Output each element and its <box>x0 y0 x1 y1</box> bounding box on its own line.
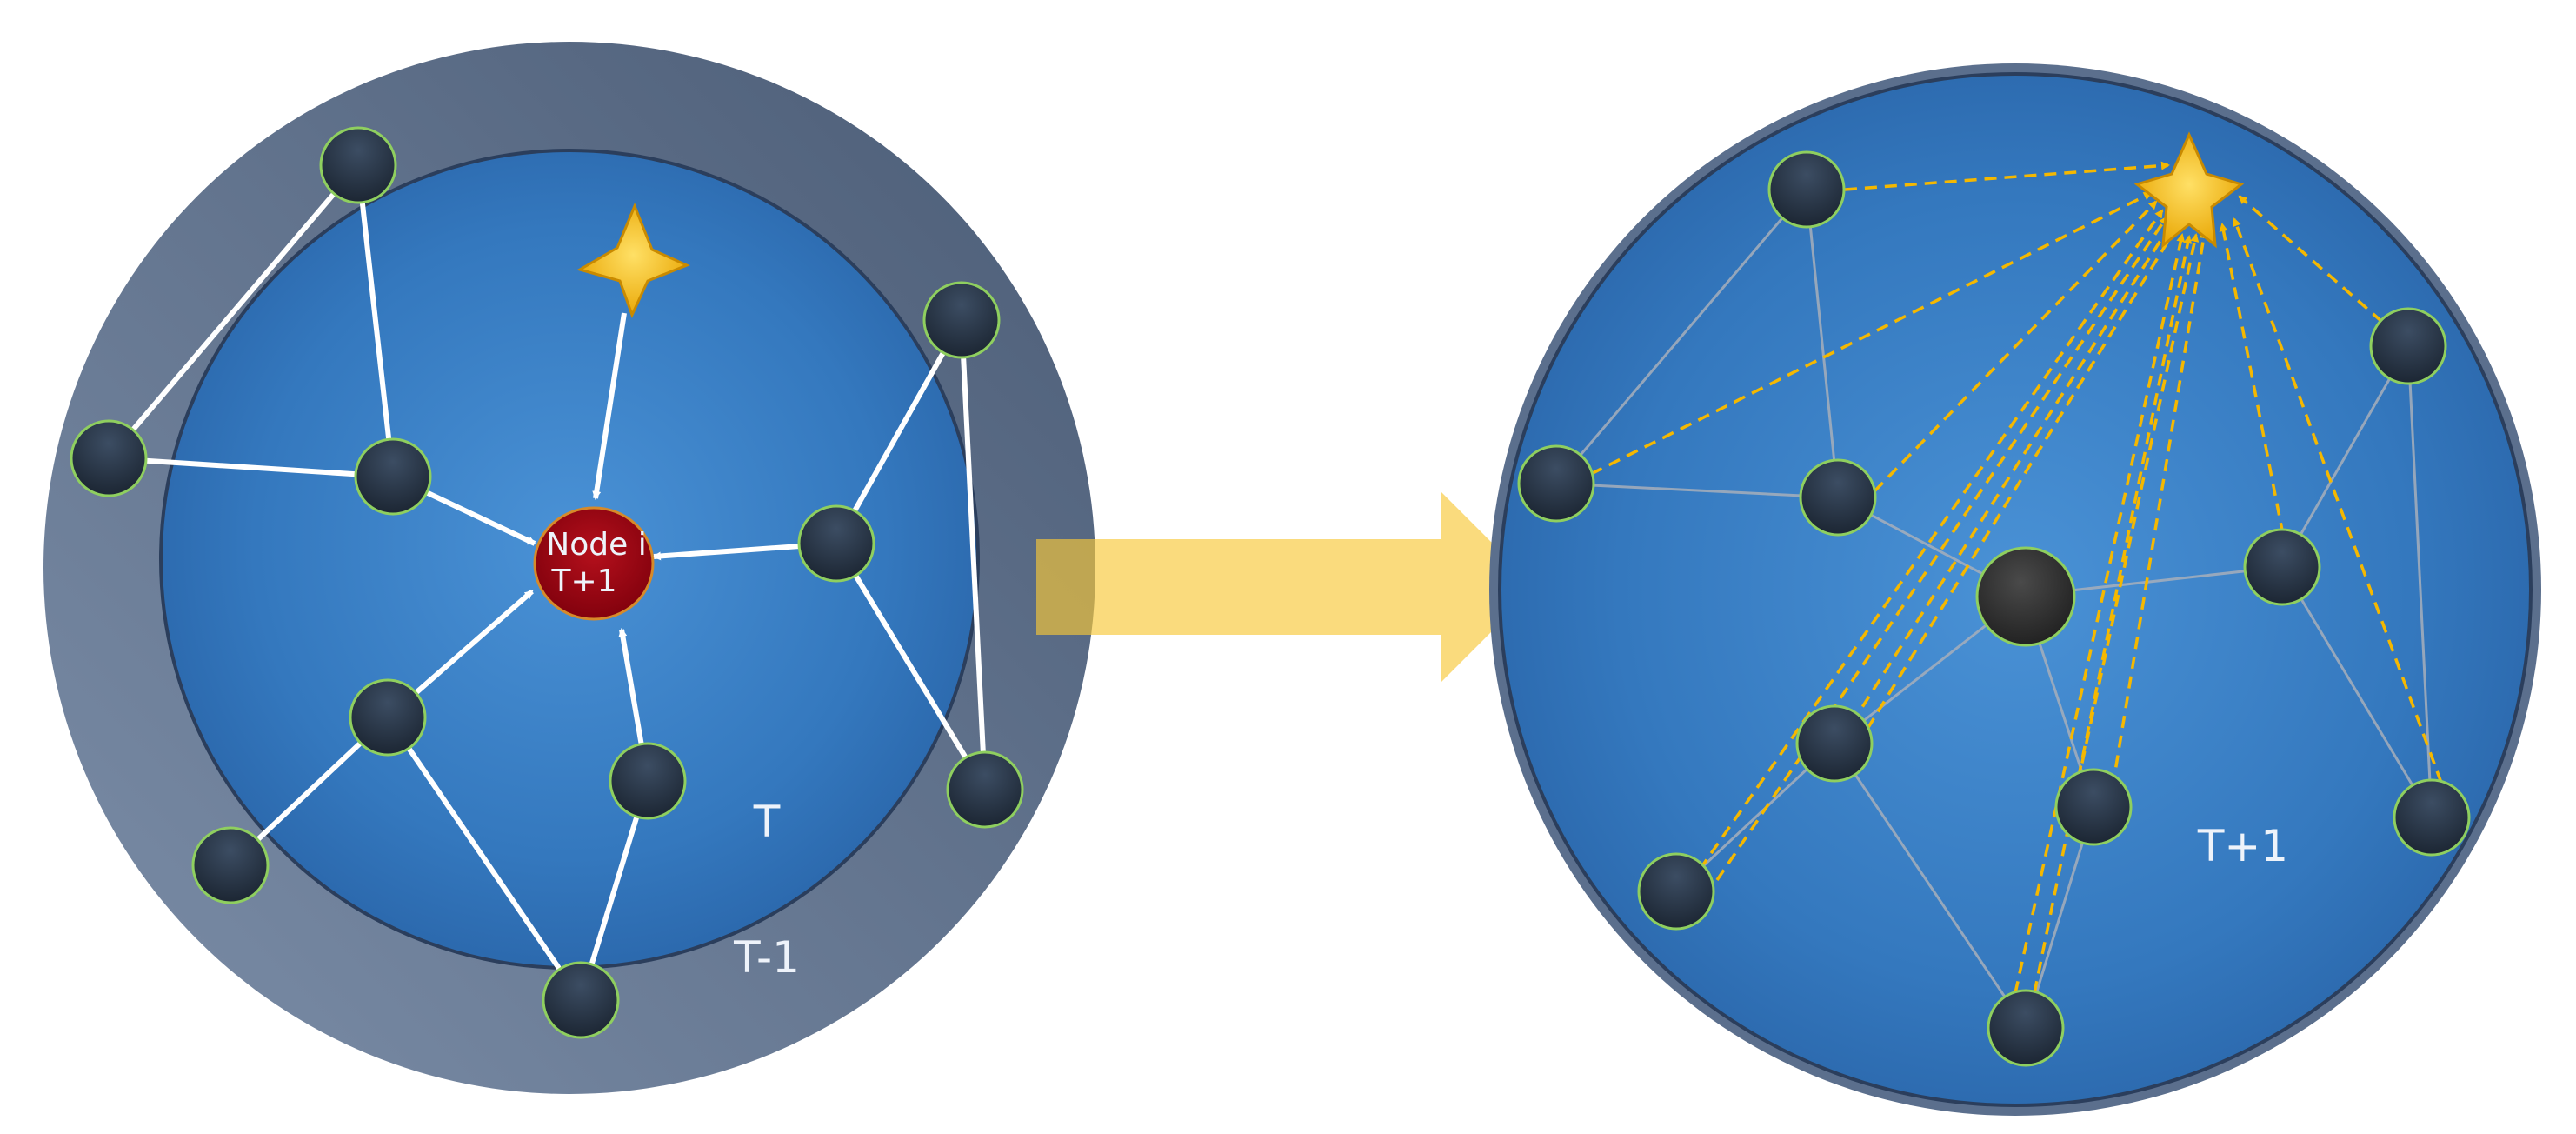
right-arrow-icon <box>1036 491 1536 683</box>
star-icon <box>2133 131 2245 249</box>
attention-edge <box>1844 161 2170 191</box>
inner-ring-label: T <box>753 797 781 847</box>
right-panel: T+1 <box>1489 63 2541 1116</box>
graph-node <box>946 750 1024 829</box>
attention-edge <box>1590 191 2153 476</box>
graph-node <box>319 126 397 204</box>
edge <box>108 456 394 479</box>
attention-lines <box>1590 161 2443 994</box>
graph-node <box>349 678 427 757</box>
graph-node <box>1799 458 1877 537</box>
right-circle-label: T+1 <box>2197 821 2288 871</box>
graph-node <box>1795 704 1874 783</box>
attention-edge <box>2014 233 2186 994</box>
attention-edge <box>2238 195 2384 324</box>
graph-node <box>542 961 620 1039</box>
graph-node <box>922 281 1001 359</box>
target-node-time-label: T+1 <box>550 564 616 599</box>
edge <box>834 318 964 545</box>
attention-edge <box>1715 216 2168 881</box>
left-nodes <box>70 126 1024 1039</box>
graph-node <box>1767 150 1846 229</box>
graph-node <box>1987 989 2065 1067</box>
target-node-label: Node i <box>546 527 646 563</box>
attention-edge <box>1866 228 2177 730</box>
outer-ring-label: T-1 <box>733 932 800 983</box>
graph-node <box>2393 778 2471 857</box>
right-nodes <box>1517 150 2471 1067</box>
attention-edge <box>2233 217 2443 784</box>
central-node <box>1975 546 2076 647</box>
graph-node <box>1517 444 1595 523</box>
edge <box>2280 345 2410 568</box>
right-edges <box>1554 189 2433 1029</box>
attention-edge <box>1873 200 2158 493</box>
edge <box>1833 743 2027 1029</box>
edge <box>834 542 988 791</box>
edge <box>1554 189 1808 484</box>
graph-node <box>797 504 875 583</box>
edge <box>385 716 583 1002</box>
edge <box>1805 189 1840 498</box>
graph-node <box>70 419 148 497</box>
edge <box>959 319 988 790</box>
attention-edge <box>2076 233 2200 784</box>
edge <box>2280 566 2433 818</box>
edge <box>2406 345 2433 818</box>
graph-node <box>2054 768 2133 846</box>
edge <box>1555 482 1839 499</box>
graph-node <box>609 742 687 820</box>
arrow-edge <box>592 312 627 500</box>
attention-edge <box>2111 230 2208 788</box>
attention-edge <box>2033 235 2193 994</box>
attention-edge <box>1698 209 2164 871</box>
edge <box>106 163 361 460</box>
target-node <box>533 506 655 621</box>
edge <box>356 164 396 477</box>
graph-node <box>2243 528 2321 606</box>
graph-node <box>2369 307 2447 385</box>
graph-node <box>191 826 270 904</box>
left-panel: Node i T+1 T T-1 <box>43 42 1095 1094</box>
graph-node <box>1637 852 1715 931</box>
star-icon <box>576 203 690 318</box>
attention-edge <box>2219 223 2285 536</box>
graph-node <box>354 437 432 516</box>
